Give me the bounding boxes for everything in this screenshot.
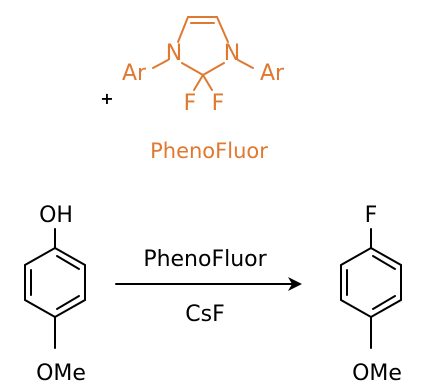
plus-sign: + [100, 89, 113, 108]
product-ring [340, 246, 402, 319]
reactant-top-group: OH [39, 203, 73, 228]
product-top-group: F [365, 203, 378, 228]
atom-n-right: N [224, 41, 240, 66]
arrow-head [288, 277, 302, 291]
ring-bond-left-down [181, 62, 204, 76]
atom-f-left: F [184, 91, 197, 116]
c-f-bond-left [193, 74, 204, 91]
n-ar-bond-left [152, 59, 169, 69]
product-bottom-group: OMe [352, 361, 402, 384]
reactant-bottom-group: OMe [36, 361, 86, 384]
reactant-structure: OH OMe [24, 203, 86, 384]
ring-bond-right-up [216, 16, 229, 43]
reagent-name: PhenoFluor [150, 139, 268, 163]
atom-f-right: F [212, 91, 225, 116]
group-ar-left: Ar [122, 61, 147, 86]
reactant-ring-double-1 [56, 255, 80, 270]
arrow-reagent-above: PhenoFluor [143, 247, 267, 272]
ring-bond-left-up [177, 16, 189, 43]
reactant-ring-double-2 [56, 295, 80, 310]
c-f-bond-right [202, 74, 213, 91]
product-structure: F OMe [340, 203, 402, 384]
ring-bond-right-down [202, 62, 225, 76]
product-ring-double-1 [372, 255, 396, 270]
atom-n-left: N [166, 41, 182, 66]
arrow-reagent-below: CsF [185, 302, 224, 327]
n-ar-bond-right [237, 59, 254, 69]
reaction-arrow: PhenoFluor CsF [115, 247, 302, 327]
reactant-ring [24, 246, 86, 319]
product-ring-double-2 [372, 295, 396, 310]
phenofluor-structure: N N Ar Ar F F [122, 16, 285, 116]
group-ar-right: Ar [260, 61, 285, 86]
